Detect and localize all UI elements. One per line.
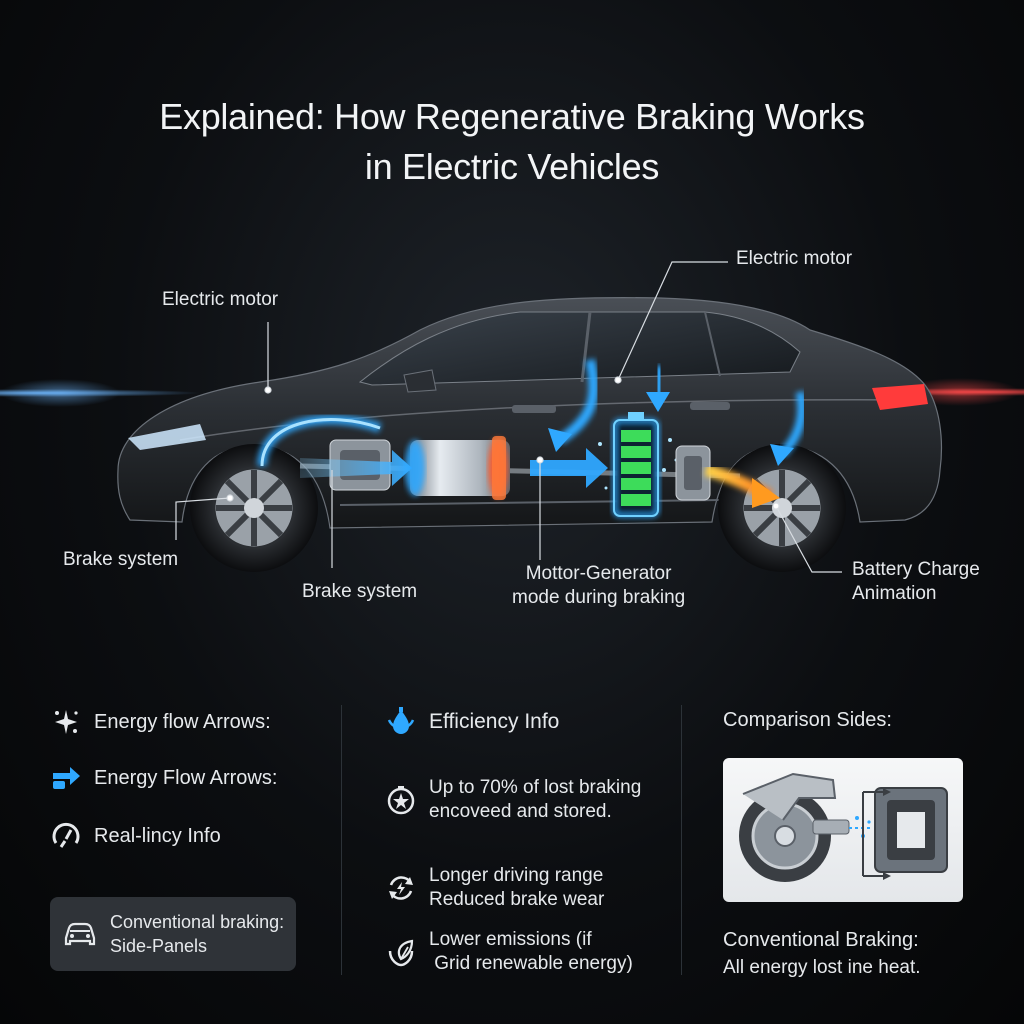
- legend-item-energy-flow-2: Energy Flow Arrows:: [50, 762, 277, 794]
- arrows-icon: [50, 762, 82, 794]
- car-icon: [62, 920, 98, 948]
- label-motor-generator: Mottor-Generator mode during braking: [512, 562, 685, 610]
- title-line-1: Explained: How Regenerative Braking Work…: [159, 96, 865, 137]
- headlight: [128, 424, 206, 450]
- car-diagram: [0, 261, 1024, 573]
- conventional-braking-line2: Side-Panels: [110, 936, 208, 956]
- title-line-2: in Electric Vehicles: [364, 146, 660, 187]
- taillight: [872, 384, 928, 410]
- label-battery-charge: Battery Charge Animation: [852, 558, 980, 606]
- efficiency-item-3: Lower emissions (if Grid renewable energ…: [385, 928, 633, 976]
- comparison-heading: Comparison Sides:: [723, 709, 892, 731]
- label-electric-motor-right: Electric motor: [736, 248, 853, 269]
- brake-comparison-illustration: [739, 772, 948, 882]
- legend-item-label: Energy Flow Arrows:: [94, 766, 278, 789]
- comparison-caption-line2: All energy lost ine heat.: [723, 957, 921, 978]
- label-brake-system-left: Brake system: [63, 549, 179, 570]
- efficiency-heading-text: Efficiency Info: [429, 710, 560, 733]
- efficiency-item-1-line1: Up to 70% of lost braking: [429, 777, 642, 798]
- comparison-caption-line1: Conventional Braking:: [723, 929, 919, 951]
- heat-flow-arrows: [704, 464, 780, 508]
- efficiency-item-2: Longer driving range Reduced brake wear: [385, 864, 604, 912]
- conventional-braking-panel: Conventional braking: Side-Panels: [50, 897, 296, 971]
- efficiency-item-3-line2: Grid renewable energy): [429, 953, 633, 974]
- legend-item-label: Energy flow Arrows:: [94, 710, 271, 733]
- legend-item-energy-flow-1: Energy flow Arrows:: [50, 706, 271, 738]
- leaf-icon: [385, 936, 417, 968]
- star-icon: [385, 784, 417, 816]
- column-divider-1: [341, 705, 342, 975]
- page-title: Explained: How Regenerative Braking Work…: [0, 92, 1024, 192]
- efficiency-item-2-line2: Reduced brake wear: [429, 889, 605, 910]
- brake-caliper-rear: [675, 445, 711, 501]
- label-brake-system-center: Brake system: [302, 581, 418, 602]
- efficiency-item-3-line1: Lower emissions (if: [429, 929, 592, 950]
- label-battery-charge-line2: Animation: [852, 583, 937, 604]
- efficiency-item-1-line2: encoveed and stored.: [429, 801, 612, 822]
- sparkle-icon: [50, 706, 82, 738]
- motor-generator-icon: [405, 436, 510, 500]
- label-motor-generator-line2: mode during braking: [512, 587, 686, 608]
- headlight-flare: [0, 379, 200, 407]
- label-battery-charge-line1: Battery Charge: [852, 559, 980, 580]
- label-electric-motor-left: Electric motor: [162, 289, 279, 310]
- comparison-image: [723, 758, 963, 902]
- efficiency-item-text: Up to 70% of lost braking encoveed and s…: [429, 776, 641, 824]
- gauge-icon: [50, 820, 82, 852]
- energy-flow-arrows: [257, 358, 807, 488]
- front-wheel: [190, 444, 318, 572]
- conventional-braking-text: Conventional braking: Side-Panels: [110, 910, 284, 958]
- conventional-braking-line1: Conventional braking:: [110, 912, 285, 932]
- rear-wheel: [718, 444, 846, 572]
- efficiency-item-text: Lower emissions (if Grid renewable energ…: [429, 928, 633, 976]
- comparison-caption: Conventional Braking: All energy lost in…: [723, 926, 921, 982]
- recycle-icon: [385, 872, 417, 904]
- column-divider-2: [681, 705, 682, 975]
- efficiency-item-1: Up to 70% of lost braking encoveed and s…: [385, 776, 641, 824]
- efficiency-icon: [385, 706, 417, 738]
- label-leader-lines: [175, 261, 842, 573]
- label-motor-generator-line1: Mottor-Generator: [525, 563, 672, 584]
- battery-icon: [612, 412, 660, 518]
- efficiency-heading: Efficiency Info: [385, 706, 559, 738]
- car-windows: [358, 311, 801, 386]
- legend-item-label: Real-lincy Info: [94, 824, 221, 847]
- efficiency-item-2-line1: Longer driving range: [429, 865, 604, 886]
- efficiency-item-text: Longer driving range Reduced brake wear: [429, 864, 604, 912]
- legend-item-info: Real-lincy Info: [50, 820, 221, 852]
